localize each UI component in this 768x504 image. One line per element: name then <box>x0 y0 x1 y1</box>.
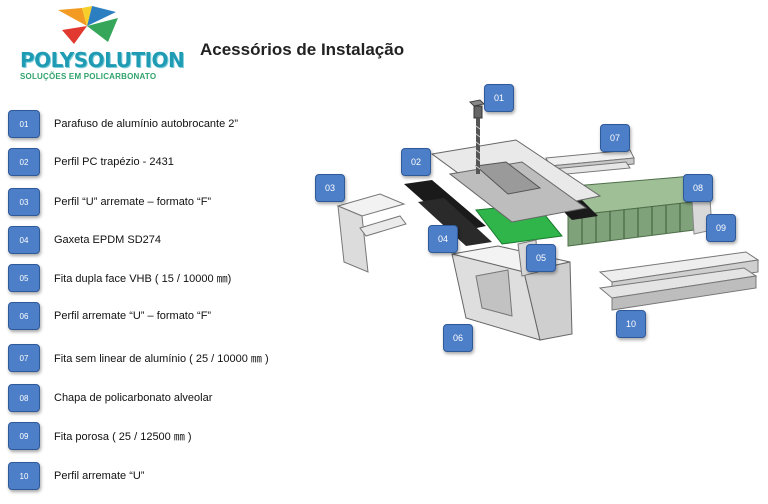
callout-10: 10 <box>616 310 646 338</box>
callout-06: 06 <box>443 324 473 352</box>
legend-label: Fita dupla face VHB ( 15 / 10000 ㎜) <box>54 273 232 285</box>
brand-name: POLYSOLUTION <box>20 48 185 72</box>
legend-item: 01 Parafuso de alumínio autobrocante 2” <box>8 108 238 140</box>
legend-badge: 07 <box>8 344 40 372</box>
legend-label: Fita sem linear de alumínio ( 25 / 10000… <box>54 353 269 365</box>
legend-item: 03 Perfil “U” arremate – formato “F” <box>8 186 211 218</box>
company-logo: POLYSOLUTION SOLUÇÕES EM POLICARBONATO <box>14 4 185 84</box>
legend-label: Fita porosa ( 25 / 12500 ㎜ ) <box>54 431 192 443</box>
legend-badge: 06 <box>8 302 40 330</box>
legend-item: 06 Perfil arremate “U” – formato “F” <box>8 300 211 332</box>
page-title: Acessórios de Instalação <box>200 40 405 59</box>
legend-item: 02 Perfil PC trapézio - 2431 <box>8 146 174 178</box>
legend-badge: 05 <box>8 264 40 292</box>
legend-badge: 02 <box>8 148 40 176</box>
legend-item: 09 Fita porosa ( 25 / 12500 ㎜ ) <box>8 420 192 452</box>
callout-03: 03 <box>315 174 345 202</box>
part-u-profile-10 <box>598 251 760 311</box>
legend-badge: 10 <box>8 462 40 490</box>
legend-badge: 03 <box>8 188 40 216</box>
legend-item: 05 Fita dupla face VHB ( 15 / 10000 ㎜) <box>8 262 231 294</box>
legend-badge: 04 <box>8 226 40 254</box>
callout-07: 07 <box>600 124 630 152</box>
legend-badge: 01 <box>8 110 40 138</box>
callout-09: 09 <box>706 214 736 242</box>
legend-label: Perfil PC trapézio - 2431 <box>54 156 174 168</box>
part-u-profile-f-03 <box>336 193 407 273</box>
legend-badge: 08 <box>8 384 40 412</box>
callout-02: 02 <box>401 148 431 176</box>
legend-item: 10 Perfil arremate “U” <box>8 460 144 492</box>
polysolution-pinwheel-logo-icon <box>58 6 118 44</box>
legend-item: 07 Fita sem linear de alumínio ( 25 / 10… <box>8 342 269 374</box>
part-pc-trapezoid-profile-02 <box>430 139 602 223</box>
callout-08: 08 <box>683 174 713 202</box>
legend-badge: 09 <box>8 422 40 450</box>
legend-label: Gaxeta EPDM SD274 <box>54 234 161 246</box>
callout-05: 05 <box>526 244 556 272</box>
callout-01: 01 <box>484 84 514 112</box>
legend-item: 04 Gaxeta EPDM SD274 <box>8 224 161 256</box>
legend-label: Chapa de policarbonato alveolar <box>54 392 213 404</box>
legend-label: Perfil arremate “U” <box>54 470 145 482</box>
legend-label: Perfil “U” arremate – formato “F” <box>54 196 212 208</box>
installation-diagram <box>336 99 760 341</box>
brand-tagline: SOLUÇÕES EM POLICARBONATO <box>20 72 157 81</box>
legend-label: Perfil arremate “U” – formato “F” <box>54 310 212 322</box>
callout-04: 04 <box>428 225 458 253</box>
legend-item: 08 Chapa de policarbonato alveolar <box>8 382 212 414</box>
legend-label: Parafuso de alumínio autobrocante 2” <box>54 118 239 130</box>
